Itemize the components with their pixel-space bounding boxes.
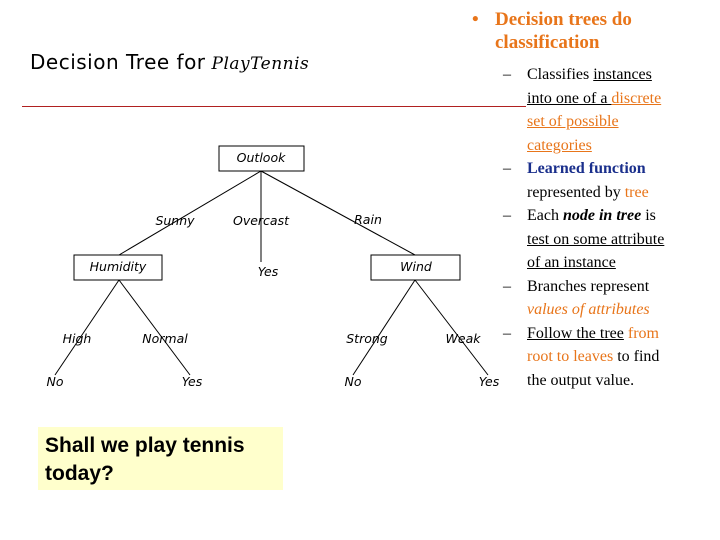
b3-test: test on some attribute bbox=[527, 230, 665, 248]
b4-values: values of attributes bbox=[527, 301, 650, 318]
branch-label-overcast: Overcast bbox=[233, 213, 290, 228]
title-rule bbox=[22, 106, 526, 107]
branch-label-rain: Rain bbox=[354, 212, 382, 227]
dash-icon: – bbox=[503, 324, 511, 342]
branch-label-sunny: Sunny bbox=[155, 213, 195, 228]
b5-output: the output value. bbox=[527, 371, 635, 389]
sub-bullet-node: – Each node in tree is test on some attr… bbox=[470, 204, 715, 275]
b5-find: to find bbox=[613, 348, 660, 365]
outlook-label: Outlook bbox=[237, 150, 286, 165]
branch-label-normal: Normal bbox=[142, 331, 188, 346]
branch-label-high: High bbox=[63, 331, 92, 346]
leaf-overcast-yes: Yes bbox=[258, 264, 279, 279]
leaf-normal-yes: Yes bbox=[182, 374, 203, 389]
b1-instances: instances bbox=[593, 66, 652, 83]
branch-label-strong: Strong bbox=[346, 331, 388, 346]
explanation-panel: • Decision trees do classification – Cla… bbox=[470, 8, 715, 392]
question-box: Shall we play tennis today? bbox=[38, 427, 283, 490]
leaf-weak-yes: Yes bbox=[479, 374, 500, 389]
b1-discrete: discrete bbox=[611, 89, 662, 107]
heading-line2: classification bbox=[495, 32, 600, 53]
dash-icon: – bbox=[503, 277, 511, 295]
sub-bullet-branches: – Branches represent values of attribute… bbox=[470, 275, 715, 322]
b1-categories: categories bbox=[527, 136, 592, 154]
b1-set: set of possible bbox=[527, 113, 619, 130]
sub-bullet-follow: – Follow the tree from root to leaves to… bbox=[470, 322, 715, 393]
b3-node: node in tree bbox=[562, 207, 642, 224]
b1-text: Classifies bbox=[527, 66, 594, 83]
edge-high bbox=[54, 279, 120, 376]
tree-title-emph: PlayTennis bbox=[211, 54, 310, 74]
bullet-dot-icon: • bbox=[472, 9, 479, 30]
sub-bullet-classifies: – Classifies instances into one of a dis… bbox=[470, 63, 715, 157]
edge-normal bbox=[118, 279, 191, 376]
dash-icon: – bbox=[503, 207, 511, 224]
wind-node bbox=[370, 254, 461, 281]
sub-bullets: – Classifies instances into one of a dis… bbox=[470, 63, 715, 392]
edge-strong bbox=[352, 279, 416, 376]
sub-bullet-learned: – Learned function represented by tree bbox=[470, 157, 715, 204]
b2-tree: tree bbox=[624, 183, 649, 201]
leaf-high-no: No bbox=[47, 374, 64, 389]
branch-label-weak: Weak bbox=[446, 331, 482, 346]
b5-root: root to leaves bbox=[527, 348, 614, 365]
b5-follow: Follow the tree bbox=[527, 324, 624, 342]
b1-into: into one of a bbox=[527, 89, 612, 107]
b5-from: from bbox=[623, 324, 659, 342]
edge-weak bbox=[414, 279, 489, 376]
b3-of: of an instance bbox=[527, 254, 616, 271]
b3-each: Each bbox=[527, 207, 563, 224]
edge-sunny bbox=[118, 170, 262, 256]
dash-icon: – bbox=[503, 66, 511, 83]
main-bullet: • Decision trees do classification bbox=[470, 8, 715, 54]
leaf-strong-no: No bbox=[345, 374, 362, 389]
b2-rep: represented by bbox=[527, 183, 625, 201]
dash-icon: – bbox=[503, 160, 511, 177]
b2-learned: Learned function bbox=[527, 160, 646, 177]
tree-title-text: Decision Tree for bbox=[30, 50, 206, 74]
humidity-node bbox=[73, 254, 163, 281]
b3-is: is bbox=[641, 207, 656, 224]
wind-label: Wind bbox=[400, 259, 432, 274]
outlook-node bbox=[218, 145, 305, 172]
heading-line1: Decision trees do bbox=[495, 9, 632, 30]
b4-branches: Branches represent bbox=[527, 277, 650, 295]
edge-rain bbox=[260, 170, 416, 256]
humidity-label: Humidity bbox=[90, 259, 147, 274]
